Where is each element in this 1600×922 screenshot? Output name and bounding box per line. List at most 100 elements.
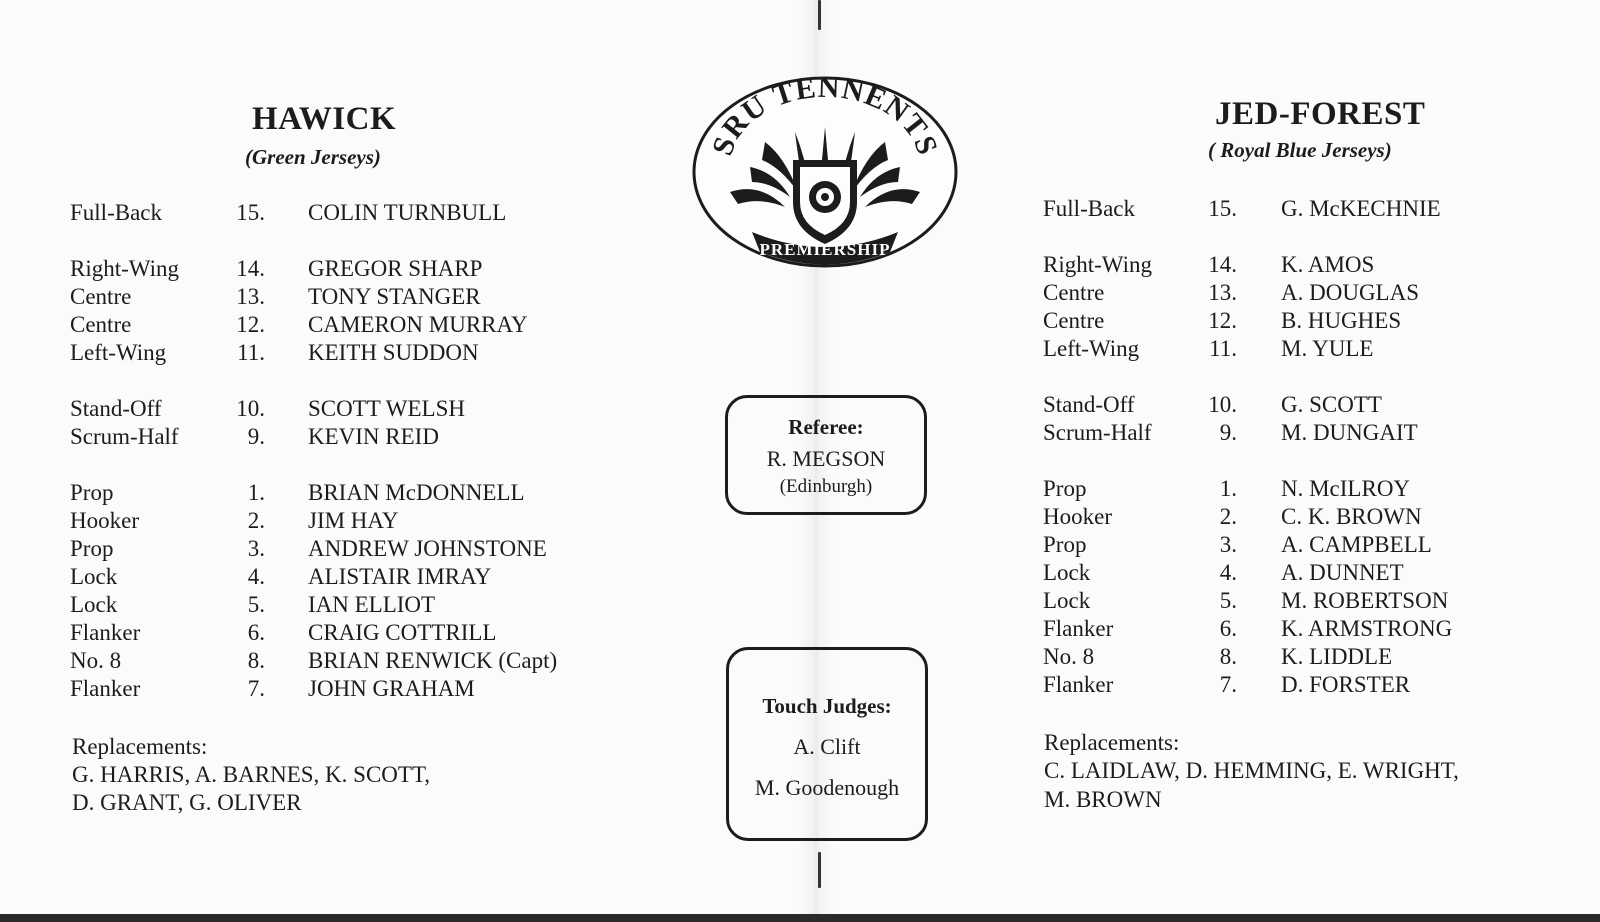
player-position: Full-Back xyxy=(70,200,162,225)
player-position: No. 8 xyxy=(1043,644,1095,669)
player-number: 4. xyxy=(247,564,265,589)
player-name: A. DUNNET xyxy=(1281,560,1404,585)
player-name: ANDREW JOHNSTONE xyxy=(308,536,547,561)
player-position: Full-Back xyxy=(1043,196,1135,221)
player-position: Prop xyxy=(70,480,114,505)
player-name: COLIN TURNBULL xyxy=(308,200,507,225)
player-position: No. 8 xyxy=(70,648,122,673)
player-name: K. ARMSTRONG xyxy=(1281,616,1453,641)
staple-bottom xyxy=(818,852,821,888)
player-name: SCOTT WELSH xyxy=(308,396,465,421)
player-position: Scrum-Half xyxy=(1043,420,1152,445)
player-name: CRAIG COTTRILL xyxy=(308,620,497,645)
player-position: Centre xyxy=(1043,280,1105,305)
player-name: K. LIDDLE xyxy=(1281,644,1393,669)
player-number: 14. xyxy=(1208,252,1237,277)
player-position: Prop xyxy=(1043,532,1087,557)
player-position: Stand-Off xyxy=(70,396,162,421)
player-position: Lock xyxy=(70,592,118,617)
player-name: M. DUNGAIT xyxy=(1281,420,1418,445)
player-name: G. McKECHNIE xyxy=(1281,196,1441,221)
player-position: Right-Wing xyxy=(70,256,179,281)
touch-judges-box: Touch Judges: A. Clift M. Goodenough xyxy=(726,647,928,841)
player-number: 3. xyxy=(247,536,265,561)
away-team-name: JED-FOREST xyxy=(1215,96,1426,132)
player-number: 3. xyxy=(1219,532,1237,557)
player-number: 6. xyxy=(247,620,265,645)
away-replacements-line: C. LAIDLAW, D. HEMMING, E. WRIGHT, xyxy=(1044,758,1459,783)
player-number: 11. xyxy=(237,340,265,365)
player-name: A. DOUGLAS xyxy=(1281,280,1419,305)
player-number: 8. xyxy=(1219,644,1237,669)
player-name: G. SCOTT xyxy=(1281,392,1382,417)
player-name: CAMERON MURRAY xyxy=(308,312,528,337)
player-number: 5. xyxy=(247,592,265,617)
player-name: N. McILROY xyxy=(1281,476,1411,501)
player-position: Prop xyxy=(70,536,114,561)
referee-title: Referee: xyxy=(788,415,864,439)
player-number: 2. xyxy=(1219,504,1237,529)
player-number: 13. xyxy=(1208,280,1237,305)
referee-box: Referee: R. MEGSON (Edinburgh) xyxy=(725,395,927,515)
player-position: Centre xyxy=(70,284,132,309)
player-number: 7. xyxy=(1219,672,1237,697)
player-position: Right-Wing xyxy=(1043,252,1152,277)
player-number: 15. xyxy=(1208,196,1237,221)
ribbon-icon xyxy=(752,232,898,265)
player-name: B. HUGHES xyxy=(1281,308,1402,333)
player-name: GREGOR SHARP xyxy=(308,256,483,281)
player-name: M. ROBERTSON xyxy=(1281,588,1449,613)
player-number: 2. xyxy=(247,508,265,533)
player-position: Lock xyxy=(1043,560,1091,585)
touch-judge-name: M. Goodenough xyxy=(754,775,900,800)
player-number: 9. xyxy=(247,424,265,449)
logo-bottom-text: PREMIERSHIP xyxy=(760,240,891,259)
player-name: A. CAMPBELL xyxy=(1281,532,1432,557)
player-position: Scrum-Half xyxy=(70,424,179,449)
player-number: 10. xyxy=(1208,392,1237,417)
home-replacements-label: Replacements: xyxy=(72,734,208,759)
player-position: Lock xyxy=(70,564,118,589)
player-number: 7. xyxy=(247,676,265,701)
player-position: Flanker xyxy=(1043,672,1114,697)
player-number: 9. xyxy=(1219,420,1237,445)
away-replacements-line: M. BROWN xyxy=(1044,787,1162,812)
player-position: Flanker xyxy=(70,620,141,645)
player-name: C. K. BROWN xyxy=(1281,504,1422,529)
player-number: 15. xyxy=(236,200,265,225)
player-number: 12. xyxy=(236,312,265,337)
player-number: 6. xyxy=(1219,616,1237,641)
home-team-colors: (Green Jerseys) xyxy=(245,145,381,169)
player-position: Left-Wing xyxy=(70,340,167,365)
player-number: 10. xyxy=(236,396,265,421)
player-position: Hooker xyxy=(1043,504,1112,529)
player-position: Lock xyxy=(1043,588,1091,613)
referee-location: (Edinburgh) xyxy=(779,476,873,497)
player-name: KEVIN REID xyxy=(308,424,439,449)
player-name: ALISTAIR IMRAY xyxy=(308,564,492,589)
player-name: D. FORSTER xyxy=(1281,672,1411,697)
player-position: Centre xyxy=(70,312,132,337)
player-position: Hooker xyxy=(70,508,139,533)
player-number: 13. xyxy=(236,284,265,309)
player-position: Flanker xyxy=(1043,616,1114,641)
player-position: Centre xyxy=(1043,308,1105,333)
staple-top xyxy=(818,0,821,30)
player-name: JIM HAY xyxy=(308,508,399,533)
home-team-name: HAWICK xyxy=(252,101,397,137)
player-name: M. YULE xyxy=(1281,336,1374,361)
player-number: 4. xyxy=(1219,560,1237,585)
touch-judge-name: A. Clift xyxy=(793,734,861,759)
player-position: Stand-Off xyxy=(1043,392,1135,417)
player-number: 1. xyxy=(1219,476,1237,501)
player-name: K. AMOS xyxy=(1281,252,1375,277)
player-number: 14. xyxy=(236,256,265,281)
page-bottom-edge xyxy=(0,914,1600,922)
player-number: 8. xyxy=(247,648,265,673)
touch-judges-title: Touch Judges: xyxy=(762,694,892,718)
player-name: BRIAN McDONNELL xyxy=(308,480,525,505)
player-position: Flanker xyxy=(70,676,141,701)
away-replacements-label: Replacements: xyxy=(1044,730,1180,755)
player-name: JOHN GRAHAM xyxy=(308,676,475,701)
player-number: 12. xyxy=(1208,308,1237,333)
